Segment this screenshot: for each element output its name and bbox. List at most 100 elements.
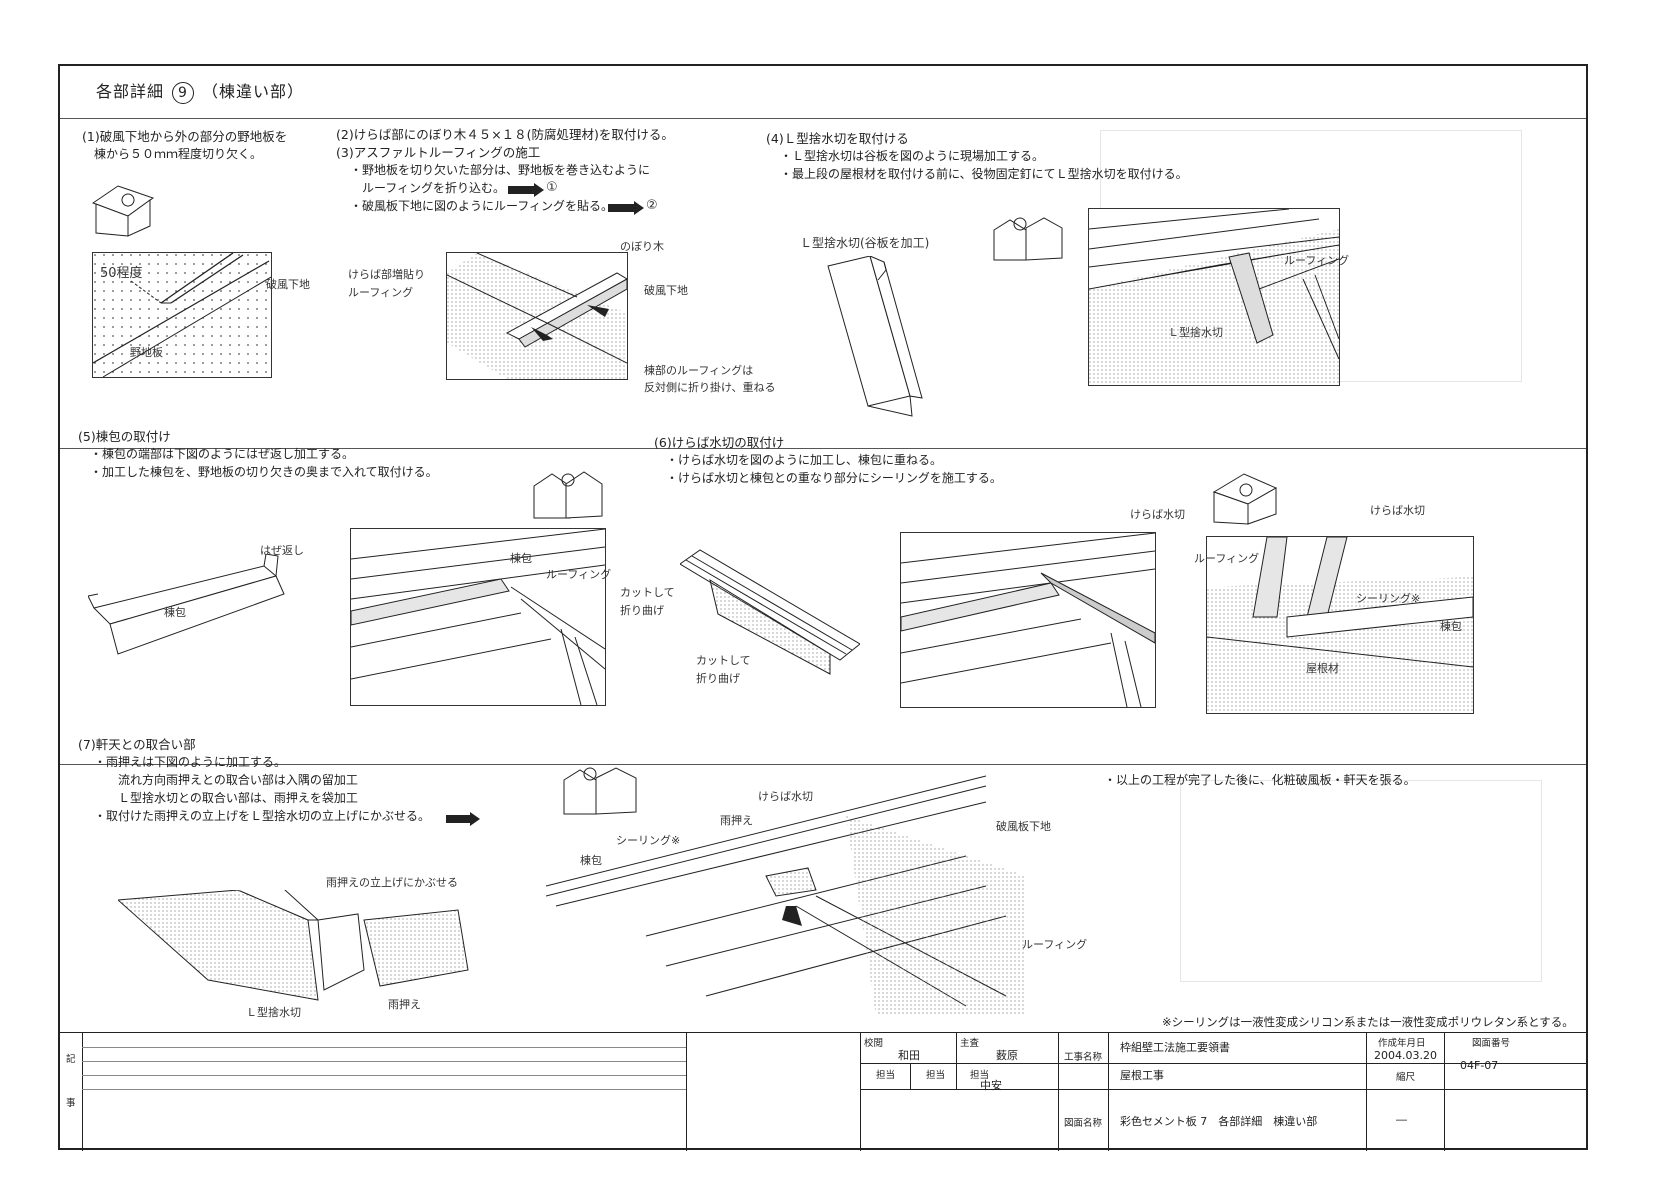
- label-cut-1b: 折り曲げ: [620, 604, 664, 617]
- staff1-label: 担当: [876, 1070, 896, 1081]
- step7-line1: (7)軒天との取合い部: [78, 737, 196, 752]
- title-prefix: 各部詳細: [96, 82, 165, 101]
- label-munezutsumi-2: 棟包: [510, 552, 532, 565]
- work-name: 屋根工事: [1120, 1069, 1164, 1082]
- check-label: 校閲: [864, 1038, 884, 1049]
- completion-note: ・以上の工程が完了した後に、化粧破風板・軒天を張る。: [1104, 773, 1416, 787]
- label-noboriki: のぼり木: [620, 240, 664, 253]
- label-keraba-roof-2: ルーフィング: [348, 286, 414, 299]
- amaosae-drawing: [118, 890, 469, 1001]
- staff2-label: 担当: [926, 1070, 946, 1081]
- header-divider: [60, 118, 1586, 119]
- label-yane: 屋根材: [1306, 662, 1339, 675]
- step3-line1: (3)アスファルトルーフィングの施工: [336, 145, 541, 160]
- arrow-icon: [608, 201, 644, 215]
- project-label: 工事名称: [1064, 1052, 1103, 1063]
- label-hafu-2: 破風下地: [644, 284, 688, 297]
- row-divider-2: [60, 764, 1586, 765]
- label-haze: はぜ返し: [260, 544, 304, 557]
- arrow-icon: [508, 183, 544, 197]
- scale-label: 縮尺: [1396, 1072, 1416, 1083]
- step7-line3: 流れ方向雨押えとの取合い部は入隅の留加工: [94, 773, 358, 787]
- title-name: （棟違い部）: [202, 82, 305, 101]
- label-amaosae-2: 雨押え: [720, 814, 753, 827]
- step3-line3: ルーフィングを折り込む。: [350, 181, 506, 195]
- figure-5-ridge-install: [350, 528, 606, 706]
- step6-line2: ・けらば水切を図のように加工し、棟包に重ねる。: [666, 453, 943, 467]
- row-divider-1: [60, 448, 1586, 449]
- sealing-note: ※シーリングは一液性変成シリコン系または一液性変成ポリウレタン系とする。: [1162, 1015, 1574, 1029]
- mark-2: ②: [646, 198, 658, 213]
- check-name: 和田: [898, 1049, 920, 1062]
- step7-line4: Ｌ型捨水切との取合い部は、雨押えを袋加工: [94, 791, 358, 805]
- step6-line1: (6)けらば水切の取付け: [654, 435, 785, 450]
- label-keraba-mizu-1: けらば水切: [1130, 508, 1185, 521]
- drawing-no-label: 図面番号: [1472, 1038, 1511, 1049]
- title-block: 記 事 校閲 和田 主査 薮原 担当 担当 担当 中安 工事名称 枠組壁工法施工…: [60, 1032, 1586, 1151]
- figure-6b-sealing: [1206, 536, 1474, 714]
- step3-line4: ・破風板下地に図のようにルーフィングを貼る。: [350, 199, 614, 213]
- staff3-label: 担当: [970, 1070, 990, 1081]
- lead-label: 主査: [960, 1038, 980, 1049]
- label-munezutsumi: 棟包: [164, 606, 186, 619]
- step5-line2: ・棟包の端部は下図のようにはぜ返し加工する。: [90, 447, 355, 461]
- step4-line3: ・最上段の屋根材を取付ける前に、役物固定釘にてＬ型捨水切を取付ける。: [780, 167, 1188, 181]
- date-label: 作成年月日: [1378, 1038, 1426, 1049]
- label-roofing-2: ルーフィング: [546, 568, 612, 581]
- label-roofing-3: ルーフィング: [1194, 552, 1260, 565]
- figure-4-l-flashing: [1088, 208, 1340, 386]
- label-keraba-mizu-2: けらば水切: [1370, 504, 1425, 517]
- label-mune-4: 棟包: [580, 854, 602, 867]
- label-amaosae: 雨押え: [388, 998, 421, 1011]
- label-mune-3: 棟包: [1440, 620, 1462, 633]
- scale-value: ―: [1396, 1113, 1407, 1126]
- house-key-icon: [993, 217, 1063, 261]
- figure-7-eave-junction: [546, 775, 1026, 1016]
- l-flashing-drawing: [827, 256, 923, 417]
- label-sealing-2: シーリング※: [616, 834, 681, 847]
- step1-line1: (1)破風下地から外の部分の野地板を: [82, 129, 288, 144]
- label-l-flashing-2: Ｌ型捨水切: [246, 1006, 301, 1019]
- ghost-frame: [1180, 780, 1542, 982]
- drawing-name: 彩色セメント板 7 各部詳細 棟違い部: [1120, 1115, 1318, 1128]
- label-roofing-4: ルーフィング: [1022, 938, 1088, 951]
- memo-label-1: 記: [66, 1054, 76, 1065]
- mark-1: ①: [546, 180, 558, 195]
- drawing-no: 04F-07: [1460, 1059, 1499, 1072]
- label-lcap: Ｌ型捨水切(谷板を加工): [800, 236, 930, 250]
- memo-label-2: 事: [66, 1098, 76, 1109]
- step3-line2: ・野地板を切り欠いた部分は、野地板を巻き込むように: [350, 163, 651, 177]
- drawing-label: 図面名称: [1064, 1118, 1103, 1129]
- label-50: 50程度: [100, 266, 143, 281]
- step2-line1: (2)けらば部にのぼり木４５×１８(防腐処理材)を取付ける。: [336, 127, 674, 142]
- label-keraba-roof-1: けらば部増貼り: [348, 268, 425, 281]
- ridge-cap-drawing: [88, 554, 285, 655]
- step6-line3: ・けらば水切と棟包との重なり部分にシーリングを施工する。: [666, 471, 1002, 485]
- figure-1-noji-cut: [92, 252, 272, 378]
- staff3-name: 中安: [980, 1079, 1002, 1092]
- label-cut-2b: 折り曲げ: [696, 672, 740, 685]
- detail-number-badge: 9: [172, 82, 195, 104]
- figure-2-roofing: [446, 252, 628, 380]
- label-cover: 雨押えの立上げにかぶせる: [326, 876, 458, 889]
- label-keraba-mizu-3: けらば水切: [758, 790, 813, 803]
- label-cut-2a: カットして: [696, 654, 751, 667]
- keraba-flashing-drawing: [680, 549, 860, 675]
- step5-line3: ・加工した棟包を、野地板の切り欠きの奥まで入れて取付ける。: [90, 465, 438, 479]
- label-hafu: 破風下地: [266, 278, 310, 291]
- date-value: 2004.03.20: [1374, 1049, 1437, 1062]
- house-key-icon: [1212, 473, 1278, 525]
- label-l-flashing: Ｌ型捨水切: [1168, 326, 1223, 339]
- label-roofing: ルーフィング: [1284, 254, 1350, 267]
- project-name: 枠組壁工法施工要領書: [1120, 1041, 1230, 1054]
- figure-6a-keraba: [900, 532, 1156, 708]
- label-sealing: シーリング※: [1356, 592, 1421, 605]
- step5-line1: (5)棟包の取付け: [78, 429, 171, 444]
- label-mune-roof-2: 反対側に折り掛け、重ねる: [644, 381, 776, 394]
- house-key-icon: [533, 471, 603, 519]
- lead-name: 薮原: [996, 1049, 1018, 1062]
- page-title: 各部詳細 9 （棟違い部）: [96, 78, 304, 104]
- house-key-icon: [91, 185, 155, 237]
- drawing-sheet: 各部詳細 9 （棟違い部） (1)破風下地から外の部分の野地板を 棟から５０ｍｍ程度…: [58, 64, 1588, 1151]
- step1-line2: 棟から５０ｍｍ程度切り欠く。: [82, 147, 263, 161]
